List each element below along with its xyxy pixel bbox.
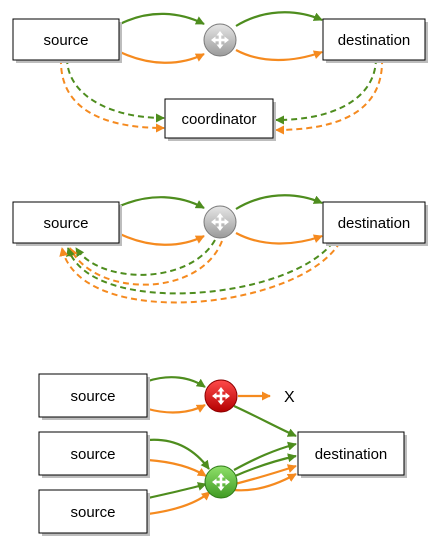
source-node-1 [38, 373, 148, 418]
edge-source-coordinator-orange [59, 57, 165, 133]
source-label: source [43, 32, 88, 49]
panel-3: source source source destination X [38, 373, 407, 536]
router-icon [203, 23, 237, 57]
edge-router-ok-destination-orange-2 [233, 473, 297, 492]
source-label-2: source [70, 446, 115, 463]
edge-destination-source-green-dashed [66, 241, 334, 295]
edge-source-coordinator-green [66, 57, 165, 123]
edge-source1-router-failed-green [147, 376, 206, 388]
destination-node [322, 18, 426, 61]
destination-label: destination [315, 446, 388, 463]
edge-source2-router-ok-green [147, 438, 210, 470]
edge-source2-router-ok-orange [147, 458, 207, 477]
router-failed-icon [204, 379, 238, 413]
router-icon [203, 205, 237, 239]
drop-label: X [284, 389, 295, 406]
edge-destination-coordinator-orange [275, 57, 384, 135]
edge-router-ok-destination-green-1 [233, 441, 297, 471]
edge-router-destination-green [235, 11, 323, 27]
panel-1: source destination coordinator [12, 11, 428, 141]
source-label-1: source [70, 388, 115, 405]
edge-source-router-green [119, 12, 205, 25]
coordinator-node [164, 98, 274, 139]
router-ok-icon [204, 465, 238, 499]
edge-source-router-orange [119, 233, 205, 246]
source-node [12, 201, 120, 244]
edge-destination-coordinator-green [275, 57, 377, 125]
source-label: source [43, 215, 88, 232]
coordinator-label: coordinator [181, 111, 256, 128]
edge-router-ok-destination-orange-1 [234, 464, 297, 486]
source-node-2 [38, 431, 148, 476]
source-node [12, 18, 120, 61]
destination-node [322, 201, 426, 244]
edge-destination-source-orange-dashed [59, 241, 341, 304]
destination-label: destination [338, 32, 411, 49]
panel-2: source destination [12, 194, 428, 304]
source-label-3: source [70, 504, 115, 521]
edge-source-router-orange [119, 51, 205, 64]
edge-router-ok-destination-green-2 [234, 453, 297, 478]
edge-source-router-green [119, 196, 205, 209]
edge-source1-router-failed-orange [147, 404, 206, 414]
source-node-3 [38, 489, 148, 534]
edge-router-destination-green [235, 194, 323, 210]
edge-source3-router-ok-green [147, 482, 207, 500]
edge-router-destination-orange [235, 49, 323, 62]
edge-router-destination-orange [235, 232, 323, 245]
destination-node [297, 431, 405, 476]
edge-router-source-green-dashed [75, 239, 216, 276]
edge-router-source-orange-dashed [69, 240, 223, 286]
edge-router-failed-destination-green [233, 405, 297, 438]
edge-source3-router-ok-orange [147, 491, 211, 516]
destination-label: destination [338, 215, 411, 232]
